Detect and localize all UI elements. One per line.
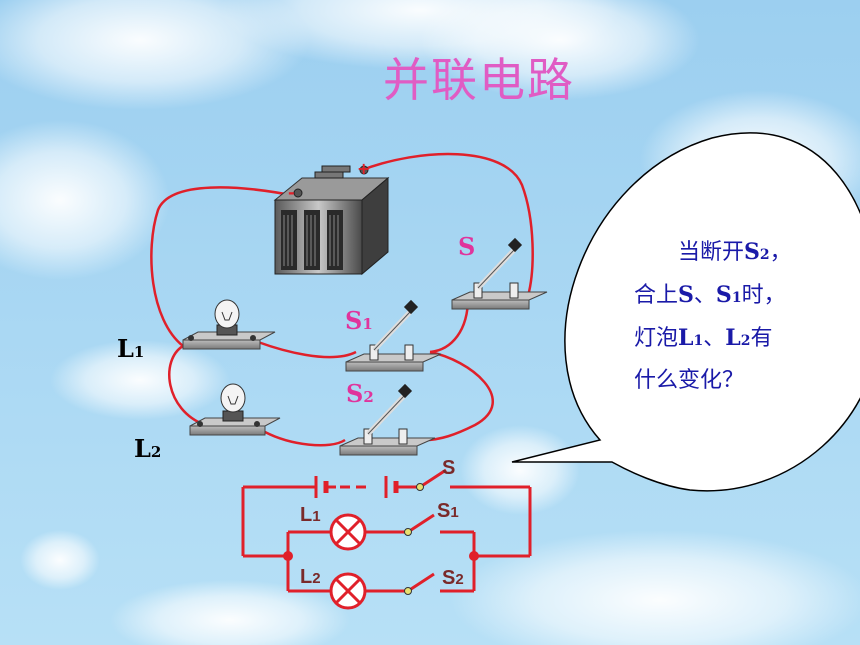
switch-s1-label: S1 <box>345 306 373 335</box>
bulb-l1-label: L1 <box>117 334 145 363</box>
schematic-lamp-l1 <box>329 513 367 551</box>
battery-minus-label: - <box>288 183 295 202</box>
switch-s2-label: S2 <box>346 379 374 408</box>
speech-bubble <box>511 132 860 492</box>
switch-s-icon <box>451 237 548 310</box>
apparatus-wires <box>150 152 534 447</box>
schematic-switch-s2 <box>404 572 435 595</box>
battery-icon <box>273 165 390 276</box>
bubble-line-4: 什么变化？ <box>634 368 745 393</box>
schematic-s2-label: S2 <box>442 567 464 589</box>
schematic-junctions <box>283 551 479 561</box>
schematic-battery <box>314 476 399 498</box>
bubble-question-text: 当断开S2， 合上S、S1时， 灯泡L1、L2有 什么变化？ <box>634 232 844 401</box>
bubble-line-1: 当断开S2， <box>678 239 792 265</box>
schematic-switch-s1 <box>404 513 435 536</box>
switch-s-label: S <box>458 232 476 261</box>
bulb-l1-icon <box>182 299 276 350</box>
schematic-l2-label: L2 <box>300 566 321 588</box>
bubble-line-2: 合上S、S1时， <box>634 282 786 308</box>
switch-s1-icon <box>345 299 442 372</box>
schematic-s-label: S <box>442 457 456 479</box>
schematic-l1-label: L1 <box>300 504 321 526</box>
bubble-line-3: 灯泡L1、L2有 <box>634 325 773 351</box>
page-title: 并联电路 <box>383 53 575 107</box>
bulb-l2-icon <box>189 383 281 436</box>
schematic-switch-s <box>416 468 447 491</box>
bulb-l2-label: L2 <box>134 434 162 463</box>
battery-plus-label: + <box>357 159 371 178</box>
schematic-lamp-l2 <box>329 572 367 610</box>
circuit-schematic <box>241 485 532 593</box>
switch-s2-icon <box>339 383 436 456</box>
schematic-s1-label: S1 <box>437 500 459 522</box>
